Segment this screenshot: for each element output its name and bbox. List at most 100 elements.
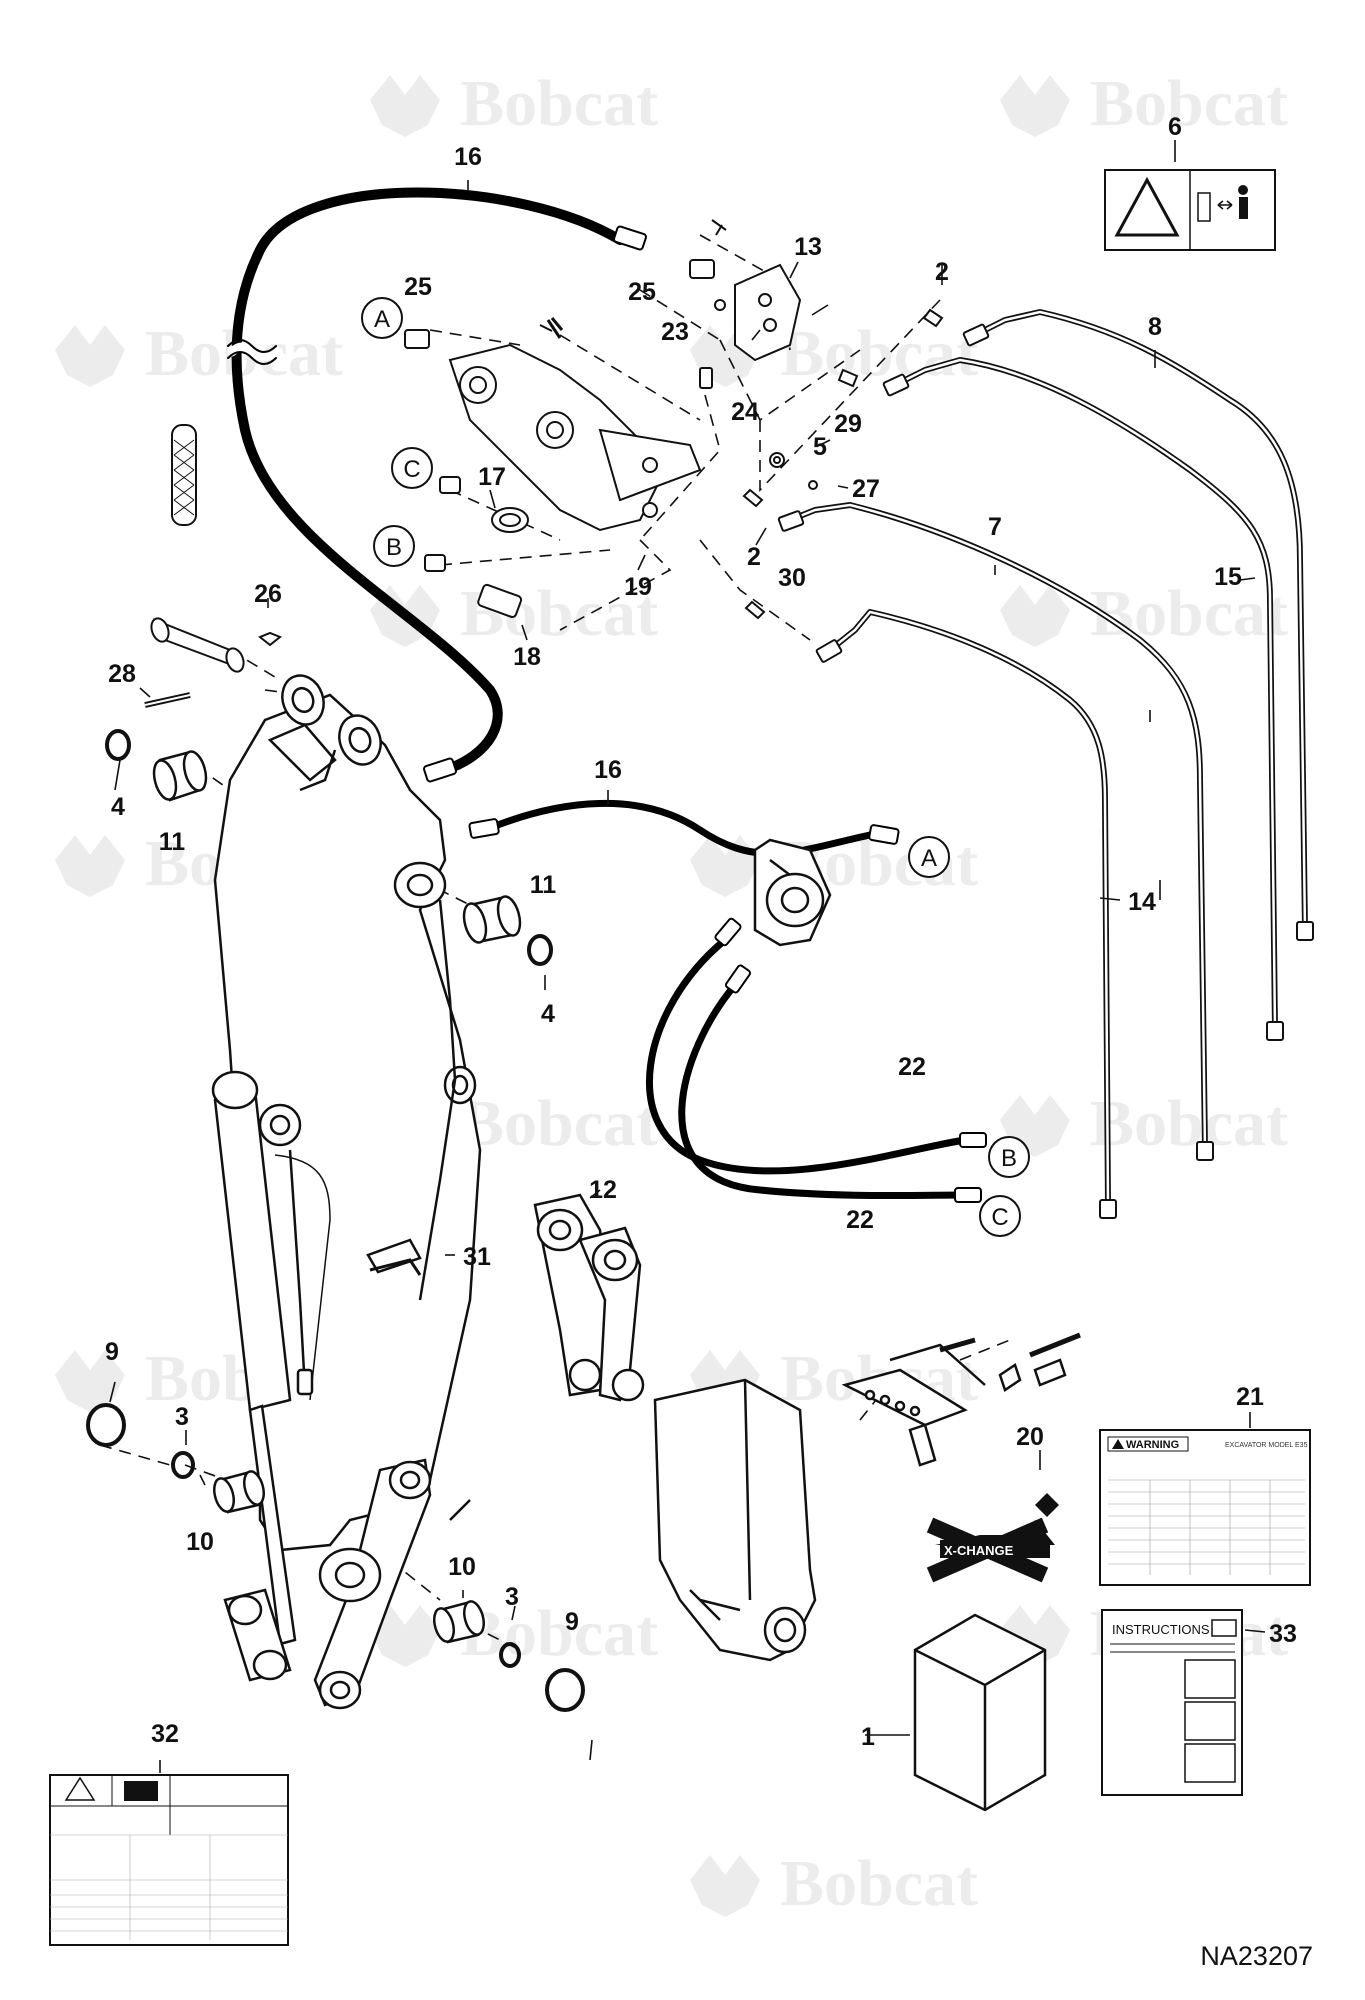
- decal-21: WARNING EXCAVATOR MODEL E35: [1099, 1429, 1311, 1586]
- svg-text:B: B: [1001, 1145, 1017, 1172]
- decal-6: [1104, 169, 1276, 251]
- watermark: Bobcat: [370, 67, 658, 140]
- svg-text:WARNING: WARNING: [1126, 1439, 1179, 1451]
- small-fittings: [404, 219, 944, 620]
- callout-27: 27: [852, 475, 880, 503]
- bushings: [152, 750, 522, 1644]
- svg-text:Bobcat: Bobcat: [780, 1847, 978, 1920]
- callout-11: 11: [159, 828, 186, 856]
- callout-19: 19: [624, 573, 652, 601]
- callout-29: 29: [834, 410, 862, 438]
- bucket-link-12: [533, 1193, 645, 1402]
- callout-3: 3: [505, 1583, 519, 1611]
- mounting-bracket: [841, 1332, 1081, 1467]
- port-marker-a: A: [361, 297, 403, 339]
- callout-4: 4: [111, 793, 125, 821]
- watermark: Bobcat: [690, 317, 978, 390]
- watermark: Bobcat: [1000, 67, 1288, 140]
- decal-32: [49, 1774, 289, 1946]
- tube-8-15-inner: [894, 310, 1307, 1031]
- callouts-layer: 1 2 2 3 3 4 4 5 6 7 8 9 9 10 10 11 11 12…: [105, 113, 1297, 1751]
- callout-10: 10: [186, 1528, 214, 1556]
- watermark: Bobcat: [690, 1847, 978, 1920]
- callout-25: 25: [404, 273, 432, 301]
- callout-16: 16: [454, 143, 482, 171]
- tube-fittings: [777, 323, 1314, 1219]
- callout-6: 6: [1168, 113, 1182, 141]
- spring-part: [171, 424, 197, 526]
- callout-3: 3: [175, 1403, 189, 1431]
- watermark: Bobcat: [1000, 1087, 1288, 1160]
- svg-text:X-CHANGE: X-CHANGE: [944, 1543, 1014, 1558]
- callout-14: 14: [1128, 888, 1156, 916]
- svg-text:Bobcat: Bobcat: [460, 1087, 658, 1160]
- callout-5: 5: [813, 433, 827, 461]
- tube-8-15: [893, 309, 1308, 1031]
- callout-1: 1: [861, 1723, 875, 1751]
- port-marker-b: B: [988, 1136, 1030, 1178]
- watermark: Bobcat: [1000, 577, 1288, 650]
- callout-11: 11: [530, 871, 557, 899]
- hook-part: [369, 1258, 422, 1276]
- callout-22: 22: [846, 1206, 874, 1234]
- callout-10: 10: [448, 1553, 476, 1581]
- callout-7: 7: [988, 513, 1002, 541]
- pin-26: [144, 617, 282, 708]
- callout-26: 26: [254, 580, 282, 608]
- svg-text:EXCAVATOR MODEL E35: EXCAVATOR MODEL E35: [1225, 1442, 1308, 1449]
- callout-2: 2: [747, 543, 761, 571]
- callout-4: 4: [541, 1000, 555, 1028]
- watermark: Bobcat: [55, 317, 343, 390]
- port-marker-a: A: [908, 836, 950, 878]
- callout-31: 31: [463, 1243, 491, 1271]
- valve-bracket: [448, 263, 802, 532]
- leader-lines: [109, 140, 1266, 1773]
- callout-22: 22: [898, 1053, 926, 1081]
- decal-20: X-CHANGE: [926, 1493, 1059, 1583]
- callout-33: 33: [1269, 1620, 1297, 1648]
- svg-text:A: A: [374, 306, 390, 333]
- callout-9: 9: [105, 1338, 119, 1366]
- svg-text:INSTRUCTIONS: INSTRUCTIONS: [1112, 1622, 1210, 1637]
- svg-text:C: C: [991, 1204, 1008, 1231]
- svg-text:A: A: [921, 845, 937, 872]
- callout-24: 24: [731, 398, 759, 426]
- callout-8: 8: [1148, 313, 1162, 341]
- port-markers: A C B A B C: [361, 297, 1030, 1237]
- svg-text:Bobcat: Bobcat: [1090, 577, 1288, 650]
- tube-7-14-inner: [789, 503, 1207, 1206]
- callout-2: 2: [935, 258, 949, 286]
- hose-22: [646, 917, 987, 1203]
- callout-13: 13: [794, 233, 822, 261]
- callout-18: 18: [513, 643, 541, 671]
- box-1: [913, 1613, 1047, 1812]
- decal-33: INSTRUCTIONS: [1101, 1609, 1243, 1796]
- bucket-cylinder: [211, 1070, 331, 1646]
- svg-text:Bobcat: Bobcat: [460, 1597, 658, 1670]
- svg-text:Bobcat: Bobcat: [780, 317, 978, 390]
- callout-30: 30: [778, 564, 806, 592]
- callout-28: 28: [108, 660, 136, 688]
- callout-20: 20: [1016, 1423, 1044, 1451]
- o-rings: [86, 729, 585, 1712]
- svg-text:B: B: [386, 534, 402, 561]
- port-marker-b: B: [373, 525, 415, 567]
- callout-9: 9: [565, 1608, 579, 1636]
- callout-21: 21: [1236, 1383, 1264, 1411]
- svg-text:Bobcat: Bobcat: [460, 67, 658, 140]
- svg-text:Bobcat: Bobcat: [1090, 1087, 1288, 1160]
- callout-16: 16: [594, 756, 622, 784]
- callout-12: 12: [589, 1176, 617, 1204]
- bucket-linkage: [223, 1458, 432, 1710]
- svg-text:C: C: [403, 456, 420, 483]
- port-marker-c: C: [979, 1195, 1021, 1237]
- coupler-bracket: [753, 838, 832, 947]
- callout-25: 25: [628, 278, 656, 306]
- callout-15: 15: [1214, 563, 1242, 591]
- callout-32: 32: [151, 1720, 179, 1748]
- drawing-id: NA23207: [1200, 1941, 1313, 1971]
- hose-16-upper: [227, 187, 647, 783]
- attachment-arm: [653, 1378, 817, 1662]
